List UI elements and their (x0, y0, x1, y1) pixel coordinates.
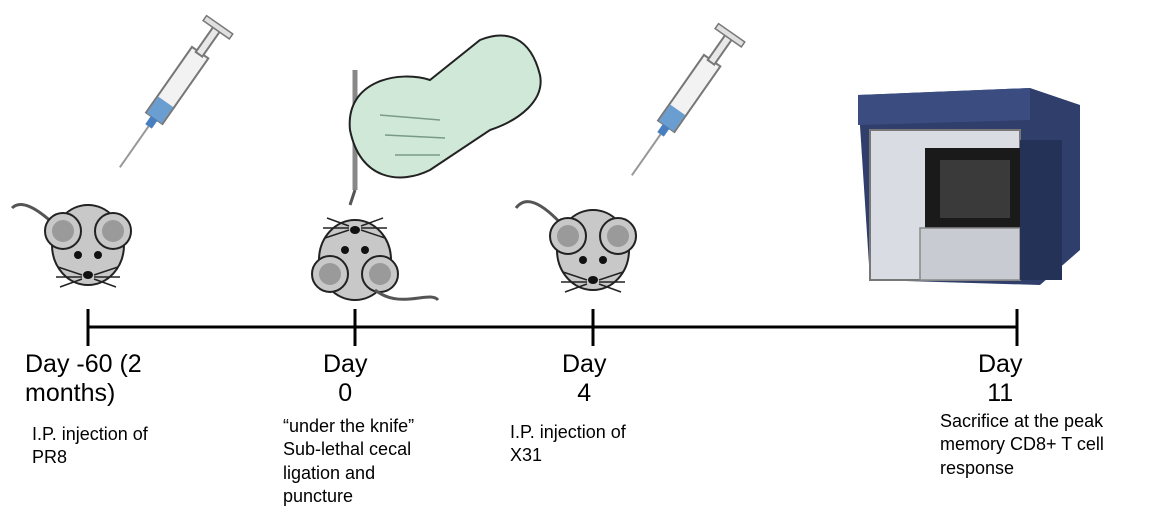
gloved-hand-scalpel-and-mouse-icon (312, 36, 541, 300)
event-4-description: Sacrifice at the peak memory CD8+ T cell… (940, 410, 1104, 480)
mouse-with-syringe-icon (516, 24, 745, 292)
event-3-description: I.P. injection of X31 (510, 421, 626, 468)
event-3-day-label: Day 4 (562, 350, 606, 408)
event-4-day-label: Day 11 (978, 350, 1022, 408)
event-2-description: “under the knife” Sub-lethal cecal ligat… (283, 415, 414, 509)
flow-cytometer-icon (858, 88, 1080, 285)
event-1-day-label: Day -60 (2 months) (25, 350, 142, 408)
mouse-with-syringe-icon (12, 16, 233, 287)
event-1-description: I.P. injection of PR8 (32, 423, 148, 470)
event-2-day-label: Day 0 (323, 350, 367, 408)
